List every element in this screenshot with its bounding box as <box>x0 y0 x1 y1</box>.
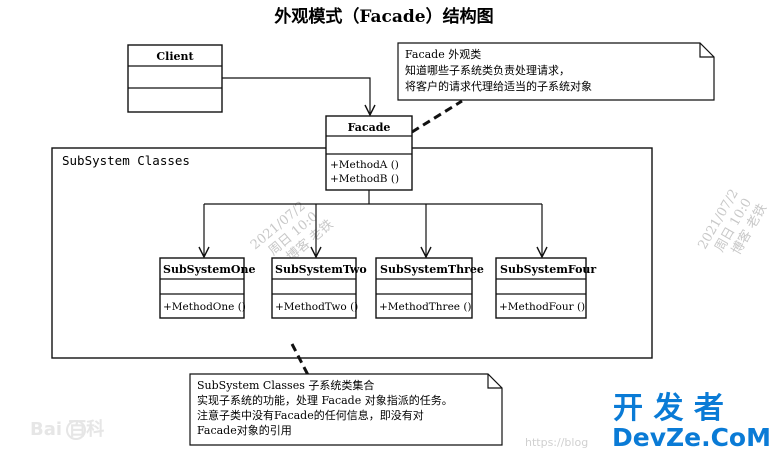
baidu-watermark: Bai 百科 <box>30 418 104 440</box>
subsystem-four-class[interactable]: SubSystemFour +MethodFour () <box>495 257 596 319</box>
facade-method-b: +MethodB () <box>330 173 399 185</box>
facade-class-name: Facade <box>348 121 391 134</box>
facade-note-line-3: 将客户的请求代理给适当的子系统对象 <box>405 79 592 93</box>
facade-note-anchor <box>411 99 463 134</box>
facade-to-subsystems-arrows <box>204 190 542 257</box>
subsystem-three-name: SubSystemThree <box>380 263 484 276</box>
paw-icon <box>66 420 86 440</box>
package-label: SubSystem Classes <box>62 153 190 168</box>
subsystem-one-name: SubSystemOne <box>163 263 255 276</box>
facade-note-line-2: 知道哪些子系统类负责处理请求， <box>405 63 570 77</box>
subsystem-note-line-2: 实现子系统的功能，处理 Facade 对象指派的任务。 <box>197 393 453 407</box>
brand-text-top: 开 发 者 <box>613 391 724 426</box>
subsystem-note: SubSystem Classes 子系统类集合 实现子系统的功能，处理 Fac… <box>189 373 503 446</box>
watermark-dates-right: 2021/07/2 周日 10:0 博客 老铁 <box>695 187 770 258</box>
subsystem-three-class[interactable]: SubSystemThree +MethodThree () <box>375 257 484 319</box>
devze-logo: 开 发 者 DevZe.CoM <box>612 391 771 452</box>
blog-watermark: https://blog <box>525 436 588 449</box>
subsystem-two-method: +MethodTwo () <box>275 301 358 313</box>
client-to-facade-arrow <box>222 77 370 115</box>
facade-class[interactable]: Facade +MethodA () +MethodB () <box>325 115 413 191</box>
diagram-title: 外观模式（Facade）结构图 <box>274 6 493 27</box>
brand-text-bottom: DevZe.CoM <box>612 423 771 452</box>
subsystem-one-method: +MethodOne () <box>163 301 246 313</box>
subsystem-two-class[interactable]: SubSystemTwo +MethodTwo () <box>271 257 367 319</box>
subsystem-four-method: +MethodFour () <box>499 301 585 313</box>
subsystem-note-anchor <box>290 343 310 376</box>
subsystem-one-class[interactable]: SubSystemOne +MethodOne () <box>159 257 255 319</box>
subsystem-note-line-1: SubSystem Classes 子系统类集合 <box>197 378 374 392</box>
subsystem-two-name: SubSystemTwo <box>275 263 367 276</box>
facade-note: Facade 外观类 知道哪些子系统类负责处理请求， 将客户的请求代理给适当的子… <box>397 42 715 101</box>
subsystem-four-name: SubSystemFour <box>500 263 596 276</box>
facade-method-a: +MethodA () <box>330 159 399 171</box>
svg-text:Bai 百科: Bai 百科 <box>30 418 104 440</box>
facade-note-line-1: Facade 外观类 <box>405 47 481 61</box>
client-class-name: Client <box>156 50 194 63</box>
client-class[interactable]: Client <box>127 44 223 113</box>
subsystem-three-method: +MethodThree () <box>379 301 472 313</box>
subsystem-note-line-3: 注意子类中没有Facade的任何信息，即没有对 <box>197 408 424 422</box>
subsystem-note-line-4: Facade对象的引用 <box>197 423 292 437</box>
